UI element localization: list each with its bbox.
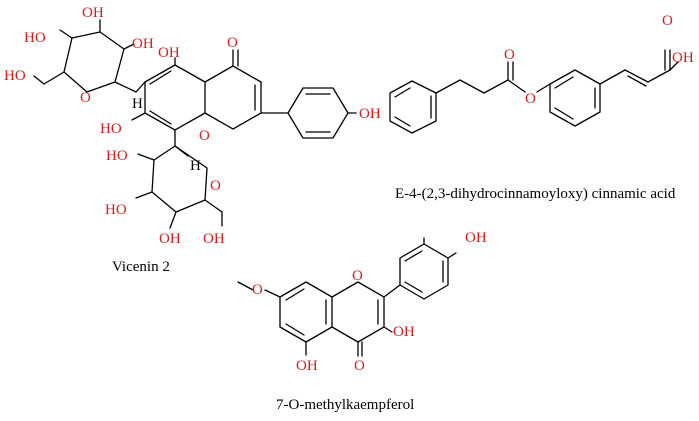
vicenin-oh-label: OH (158, 45, 180, 61)
vicenin-oh-label: OH (132, 36, 154, 52)
vicenin-ho-label: HO (24, 30, 46, 46)
upper-glucose-ring (33, 19, 137, 93)
cinnamic-ester-oxygen-label: O (525, 91, 536, 107)
vicenin-ho-label: HO (4, 68, 26, 84)
vicenin-h-label: H (190, 158, 201, 174)
vicenin-2-caption: Vicenin 2 (112, 259, 170, 275)
vicenin-ho-label: HO (100, 121, 122, 137)
vicenin-2-structure: OH HO OH HO O H OH O HO O OH HO H O HO O… (4, 5, 381, 247)
vicenin-oh-label: OH (82, 5, 104, 21)
vicenin-ring-oxygen-label: O (80, 90, 91, 106)
methylkaempferol-oh-label: OH (393, 324, 415, 340)
vicenin-oh-label: OH (159, 231, 181, 247)
cinnamic-carbonyl-oxygen-label: O (662, 13, 673, 29)
methylkaempferol-carbonyl-oxygen-label: O (354, 358, 365, 374)
methylkaempferol-structure: O O OH OH OH O (237, 230, 487, 374)
chromone-core (131, 49, 262, 147)
cinnamic-acid-structure: O O O OH (389, 13, 694, 134)
vicenin-phenol-oh-label: OH (359, 106, 381, 122)
methylkaempferol-oh-label: OH (465, 230, 487, 246)
cinnamic-acid-oh-label: OH (672, 50, 694, 66)
vicenin-carbonyl-oxygen-label: O (227, 35, 238, 51)
vicenin-ho-label: HO (105, 202, 127, 218)
methylkaempferol-methoxy-oxygen-label: O (252, 282, 263, 298)
vicenin-ring-oxygen-label: O (210, 178, 221, 194)
vicenin-ho-label: HO (106, 148, 128, 164)
cinnamic-carbonyl-oxygen-label: O (504, 47, 515, 63)
vicenin-ring-oxygen-label: O (199, 128, 210, 144)
methylkaempferol-caption: 7-O-methylkaempferol (276, 397, 414, 413)
methylkaempferol-ring-oxygen-label: O (352, 268, 363, 284)
lower-glucose-ring (135, 145, 223, 229)
vicenin-phenol-ring (260, 87, 357, 139)
methylkaempferol-oh-label: OH (296, 358, 318, 374)
vicenin-oh-label: OH (203, 231, 225, 247)
cinnamic-acid-caption: E-4-(2,3-dihydrocinnamoyloxy) cinnamic a… (395, 186, 676, 202)
vicenin-h-label: H (132, 96, 143, 112)
